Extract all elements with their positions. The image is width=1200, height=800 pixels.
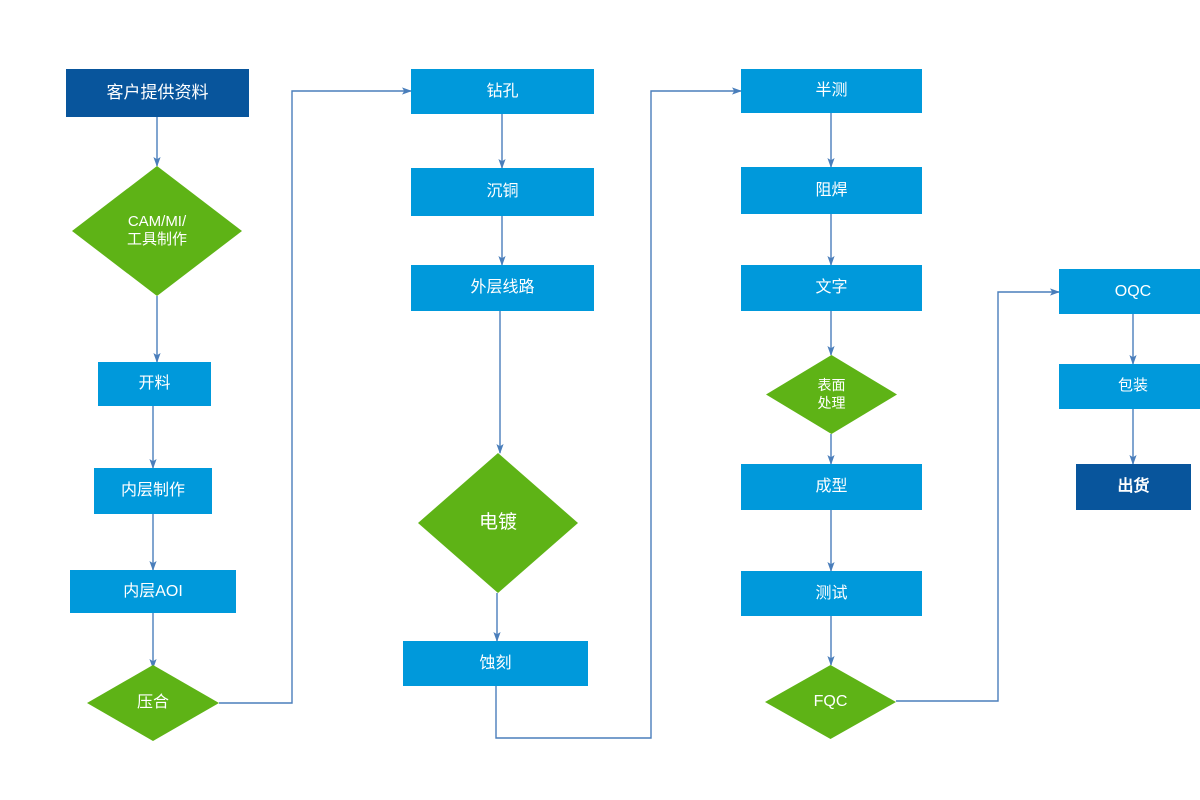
node-label: FQC: [813, 693, 848, 711]
node-profiling[interactable]: 成型: [741, 464, 922, 510]
node-cutting[interactable]: 开料: [98, 362, 211, 406]
node-label: 电镀: [478, 512, 517, 534]
node-label: 成型: [815, 478, 848, 496]
node-inner-layer-aoi[interactable]: 内层AOI: [70, 570, 236, 613]
node-label: 测试: [815, 584, 848, 602]
node-label: 半测: [815, 82, 848, 100]
node-label: 压合: [136, 694, 169, 712]
node-label: 出货: [1117, 478, 1150, 496]
edge-n6-n7: [219, 87, 412, 704]
node-label: 外层线路: [470, 279, 535, 297]
node-shipment[interactable]: 出货: [1076, 464, 1191, 510]
node-label: 阻焊: [815, 181, 848, 199]
node-label: 内层AOI: [123, 582, 183, 600]
node-testing[interactable]: 测试: [741, 571, 922, 616]
node-outer-layer-circuit[interactable]: 外层线路: [411, 265, 594, 311]
node-label: CAM/MI/ 工具制作: [126, 212, 187, 248]
node-label: 蚀刻: [479, 654, 512, 672]
node-customer-data[interactable]: 客户提供资料: [66, 69, 249, 117]
node-electroplating[interactable]: 电镀: [418, 453, 578, 593]
node-label: 沉铜: [486, 183, 519, 201]
node-label: 表面 处理: [817, 377, 846, 411]
node-inner-layer-fabrication[interactable]: 内层制作: [94, 468, 212, 514]
node-legend-printing[interactable]: 文字: [741, 265, 922, 311]
node-copper-deposition[interactable]: 沉铜: [411, 168, 594, 216]
node-label: 文字: [815, 279, 848, 297]
node-label: 开料: [138, 375, 171, 393]
node-fqc[interactable]: FQC: [765, 665, 896, 739]
node-half-test[interactable]: 半测: [741, 69, 922, 113]
node-label: 客户提供资料: [106, 82, 209, 102]
node-cam-mi-tooling[interactable]: CAM/MI/ 工具制作: [72, 166, 242, 296]
node-label: 包装: [1117, 377, 1148, 395]
node-solder-mask[interactable]: 阻焊: [741, 167, 922, 214]
node-packaging[interactable]: 包装: [1059, 364, 1200, 409]
node-label: 钻孔: [486, 82, 519, 100]
node-label: OQC: [1114, 282, 1152, 300]
node-surface-finish[interactable]: 表面 处理: [766, 355, 897, 434]
node-oqc[interactable]: OQC: [1059, 269, 1200, 314]
node-etching[interactable]: 蚀刻: [403, 641, 588, 686]
node-drilling[interactable]: 钻孔: [411, 69, 594, 114]
node-lamination[interactable]: 压合: [87, 665, 219, 741]
node-label: 内层制作: [120, 482, 185, 500]
